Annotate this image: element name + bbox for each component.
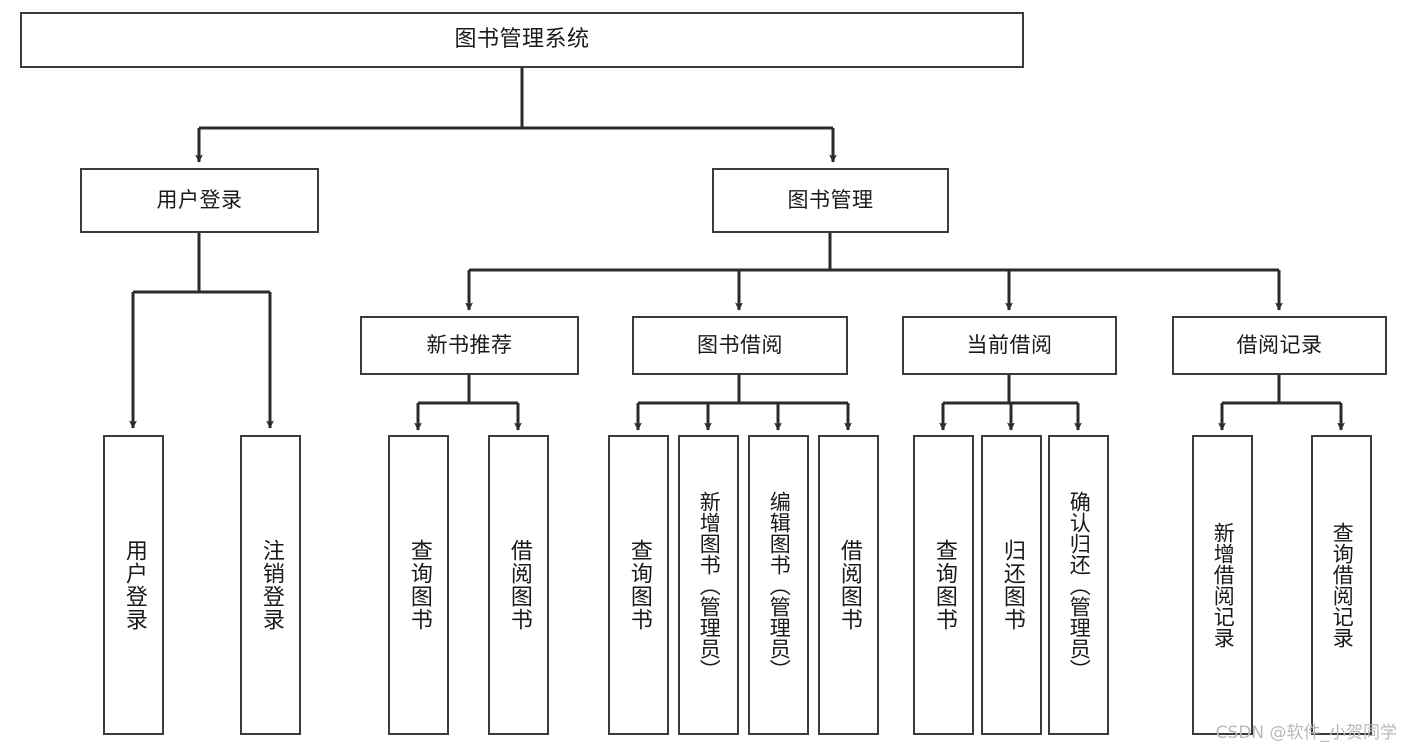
leaf-record-add-record[interactable]: 新增借阅记录: [1192, 435, 1253, 735]
leaf-borrow-borrow-book[interactable]: 借阅图书: [818, 435, 879, 735]
leaf-current-return-book[interactable]: 归还图书: [981, 435, 1042, 735]
node-new-book-recommend[interactable]: 新书推荐: [360, 316, 579, 375]
node-root-system[interactable]: 图书管理系统: [20, 12, 1024, 68]
leaf-current-query-book[interactable]: 查询图书: [913, 435, 974, 735]
node-book-management[interactable]: 图书管理: [712, 168, 949, 233]
leaf-new-book-borrow[interactable]: 借阅图书: [488, 435, 549, 735]
node-user-login[interactable]: 用户登录: [80, 168, 319, 233]
leaf-borrow-query-book[interactable]: 查询图书: [608, 435, 669, 735]
leaf-borrow-edit-book-admin[interactable]: 编辑图书（管理员）: [748, 435, 809, 735]
leaf-user-login-signin[interactable]: 用户登录: [103, 435, 164, 735]
leaf-current-confirm-return-admin[interactable]: 确认归还（管理员）: [1048, 435, 1109, 735]
leaf-user-login-signout[interactable]: 注销登录: [240, 435, 301, 735]
node-book-borrow[interactable]: 图书借阅: [632, 316, 848, 375]
leaf-borrow-add-book-admin[interactable]: 新增图书（管理员）: [678, 435, 739, 735]
node-borrow-record[interactable]: 借阅记录: [1172, 316, 1387, 375]
leaf-record-query-record[interactable]: 查询借阅记录: [1311, 435, 1372, 735]
leaf-new-book-query[interactable]: 查询图书: [388, 435, 449, 735]
node-current-borrow[interactable]: 当前借阅: [902, 316, 1117, 375]
